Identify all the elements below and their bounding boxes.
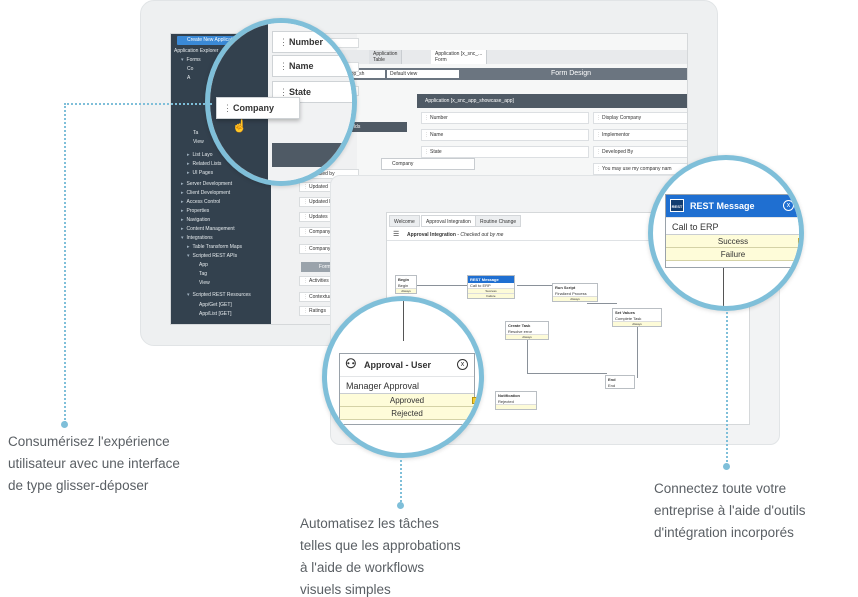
- rest-output-success[interactable]: Success: [666, 235, 799, 248]
- menu-icon[interactable]: ☰: [393, 231, 400, 238]
- nav-item[interactable]: Scripted REST APIs: [187, 252, 238, 260]
- approval-wire: [403, 301, 404, 341]
- form-field-right[interactable]: Implementor: [593, 129, 687, 141]
- form-field-left[interactable]: Number: [421, 112, 589, 124]
- nav-item[interactable]: Forms: [181, 56, 201, 64]
- nav-item[interactable]: Navigation: [181, 216, 211, 224]
- nav-item[interactable]: Ta: [193, 130, 199, 136]
- form-field-right[interactable]: You may use my company nam: [593, 163, 687, 175]
- close-icon[interactable]: x: [457, 359, 468, 370]
- zoom-drag-drop: Number Name State Company ☝: [205, 18, 357, 186]
- nav-item[interactable]: View: [199, 280, 210, 286]
- form-field-left[interactable]: Name: [421, 129, 589, 141]
- zoom-field-name[interactable]: Name: [272, 55, 352, 77]
- app-select[interactable]: app_sh: [345, 70, 385, 78]
- nav-item[interactable]: Integrations: [181, 234, 213, 242]
- callout-dot-bottom: [397, 502, 404, 509]
- form-design-title: Form Design: [550, 70, 592, 77]
- designer-toolbar: app_sh Default view Form Design: [341, 68, 687, 80]
- wire: [637, 323, 638, 378]
- nav-item[interactable]: Tag: [199, 271, 208, 277]
- fields-tab[interactable]: Fields: [341, 122, 407, 132]
- nav-item[interactable]: Content Management: [181, 225, 235, 233]
- wire: [415, 285, 467, 286]
- view-select[interactable]: Default view: [387, 70, 459, 78]
- nav-item[interactable]: Access Control: [181, 198, 221, 206]
- workflow-header: ☰ Approval Integration - Checked out by …: [387, 229, 749, 241]
- nav-item[interactable]: A: [187, 75, 191, 81]
- approval-output-rejected[interactable]: Rejected: [340, 407, 479, 420]
- nav-item[interactable]: Co: [187, 66, 194, 72]
- user-icon: ⚇: [345, 356, 357, 371]
- zoom-dragged-company[interactable]: Company: [216, 97, 300, 119]
- form-field-left[interactable]: State: [421, 146, 589, 158]
- rest-icon: REST: [670, 199, 684, 212]
- form-section-header: Application [x_snc_app_showcase_app]: [417, 94, 687, 108]
- close-icon[interactable]: x: [783, 200, 794, 211]
- tab-welcome[interactable]: Welcome: [389, 215, 420, 227]
- wire: [527, 323, 528, 373]
- port-icon[interactable]: [798, 251, 799, 258]
- nav-item[interactable]: App/Get [GET]: [199, 302, 232, 308]
- explorer-label: Application Explorer: [174, 48, 219, 54]
- zoom-field-number[interactable]: Number: [272, 31, 352, 53]
- rest-card-header: REST REST Message x: [666, 195, 799, 217]
- nav-item[interactable]: UI Pages: [187, 169, 214, 177]
- zoom-approval: ⚇ Approval - User x Manager Approval App…: [322, 296, 484, 458]
- rest-message-card[interactable]: REST REST Message x Call to ERP Success …: [665, 194, 799, 268]
- nav-item[interactable]: App: [199, 262, 208, 268]
- nav-item[interactable]: List Layo: [187, 151, 213, 159]
- rest-card-subtitle: Call to ERP: [666, 217, 799, 235]
- wire: [587, 303, 617, 304]
- port-icon[interactable]: [798, 238, 799, 245]
- callout-dot-right: [723, 463, 730, 470]
- approval-output-approved[interactable]: Approved: [340, 394, 479, 407]
- callout-line-bottom: [400, 460, 402, 502]
- rest-wire: [723, 268, 724, 306]
- nav-item[interactable]: Related Lists: [187, 160, 222, 168]
- tab-application-form[interactable]: Application [x_snc_...Form: [431, 50, 488, 64]
- tab-routine-change[interactable]: Routine Change: [475, 215, 522, 227]
- zoom-rest-message: REST REST Message x Call to ERP Success …: [648, 155, 804, 311]
- form-field-right[interactable]: Display Company: [593, 112, 687, 124]
- zoom-section-bar: [272, 143, 352, 167]
- rest-output-failure[interactable]: Failure: [666, 248, 799, 261]
- nav-item[interactable]: App/List [GET]: [199, 311, 232, 317]
- callout-dot-left: [61, 421, 68, 428]
- dragged-field-small[interactable]: Company: [381, 158, 475, 170]
- port-icon[interactable]: [472, 397, 479, 404]
- nav-item[interactable]: Client Development: [181, 189, 231, 197]
- approval-card[interactable]: ⚇ Approval - User x Manager Approval App…: [339, 353, 479, 425]
- approval-card-header: ⚇ Approval - User x: [340, 354, 474, 376]
- nav-item[interactable]: View: [193, 139, 204, 145]
- nav-item[interactable]: Scripted REST Resources: [187, 291, 251, 299]
- callout-line-right: [726, 312, 728, 462]
- approval-card-subtitle: Manager Approval: [340, 376, 474, 394]
- wire: [517, 285, 557, 286]
- nav-item[interactable]: Properties: [181, 207, 210, 215]
- callout-line-left-h: [64, 103, 212, 105]
- wire: [527, 373, 607, 374]
- tab-approval-integration[interactable]: Approval Integration: [421, 215, 476, 227]
- port-icon[interactable]: [472, 410, 479, 417]
- form-field-right[interactable]: Developed By: [593, 146, 687, 158]
- callout-line-left-v: [64, 103, 66, 423]
- nav-item[interactable]: Server Development: [181, 180, 233, 188]
- nav-item[interactable]: Table Transform Maps: [187, 243, 242, 251]
- hand-cursor-icon: ☝: [232, 119, 247, 133]
